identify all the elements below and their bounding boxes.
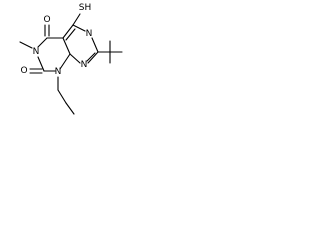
oxygen-left-label: O <box>20 66 27 76</box>
right-ring-bonds <box>62 24 99 64</box>
thiol-label: SH <box>79 3 91 13</box>
molecule-diagram: O O N N N N SH <box>0 0 127 116</box>
n-propyl-chain <box>57 76 75 115</box>
left-ring-bonds <box>37 37 71 72</box>
nitrogen-methyl-label: N <box>33 47 40 57</box>
nitrogen-propyl-label: N <box>55 67 62 77</box>
oxygen-top-label: O <box>43 15 50 25</box>
n-methyl-bond <box>19 41 33 49</box>
atom-labels: O O N N N N SH <box>20 3 92 77</box>
structure-drawing: O O N N N N SH <box>19 3 123 115</box>
carbonyl-bonds <box>29 24 50 74</box>
nitrogen-right-top-label: N <box>86 29 93 39</box>
tert-butyl-group <box>97 40 123 64</box>
thiol-bond <box>72 13 81 26</box>
nitrogen-right-bottom-label: N <box>81 60 88 70</box>
